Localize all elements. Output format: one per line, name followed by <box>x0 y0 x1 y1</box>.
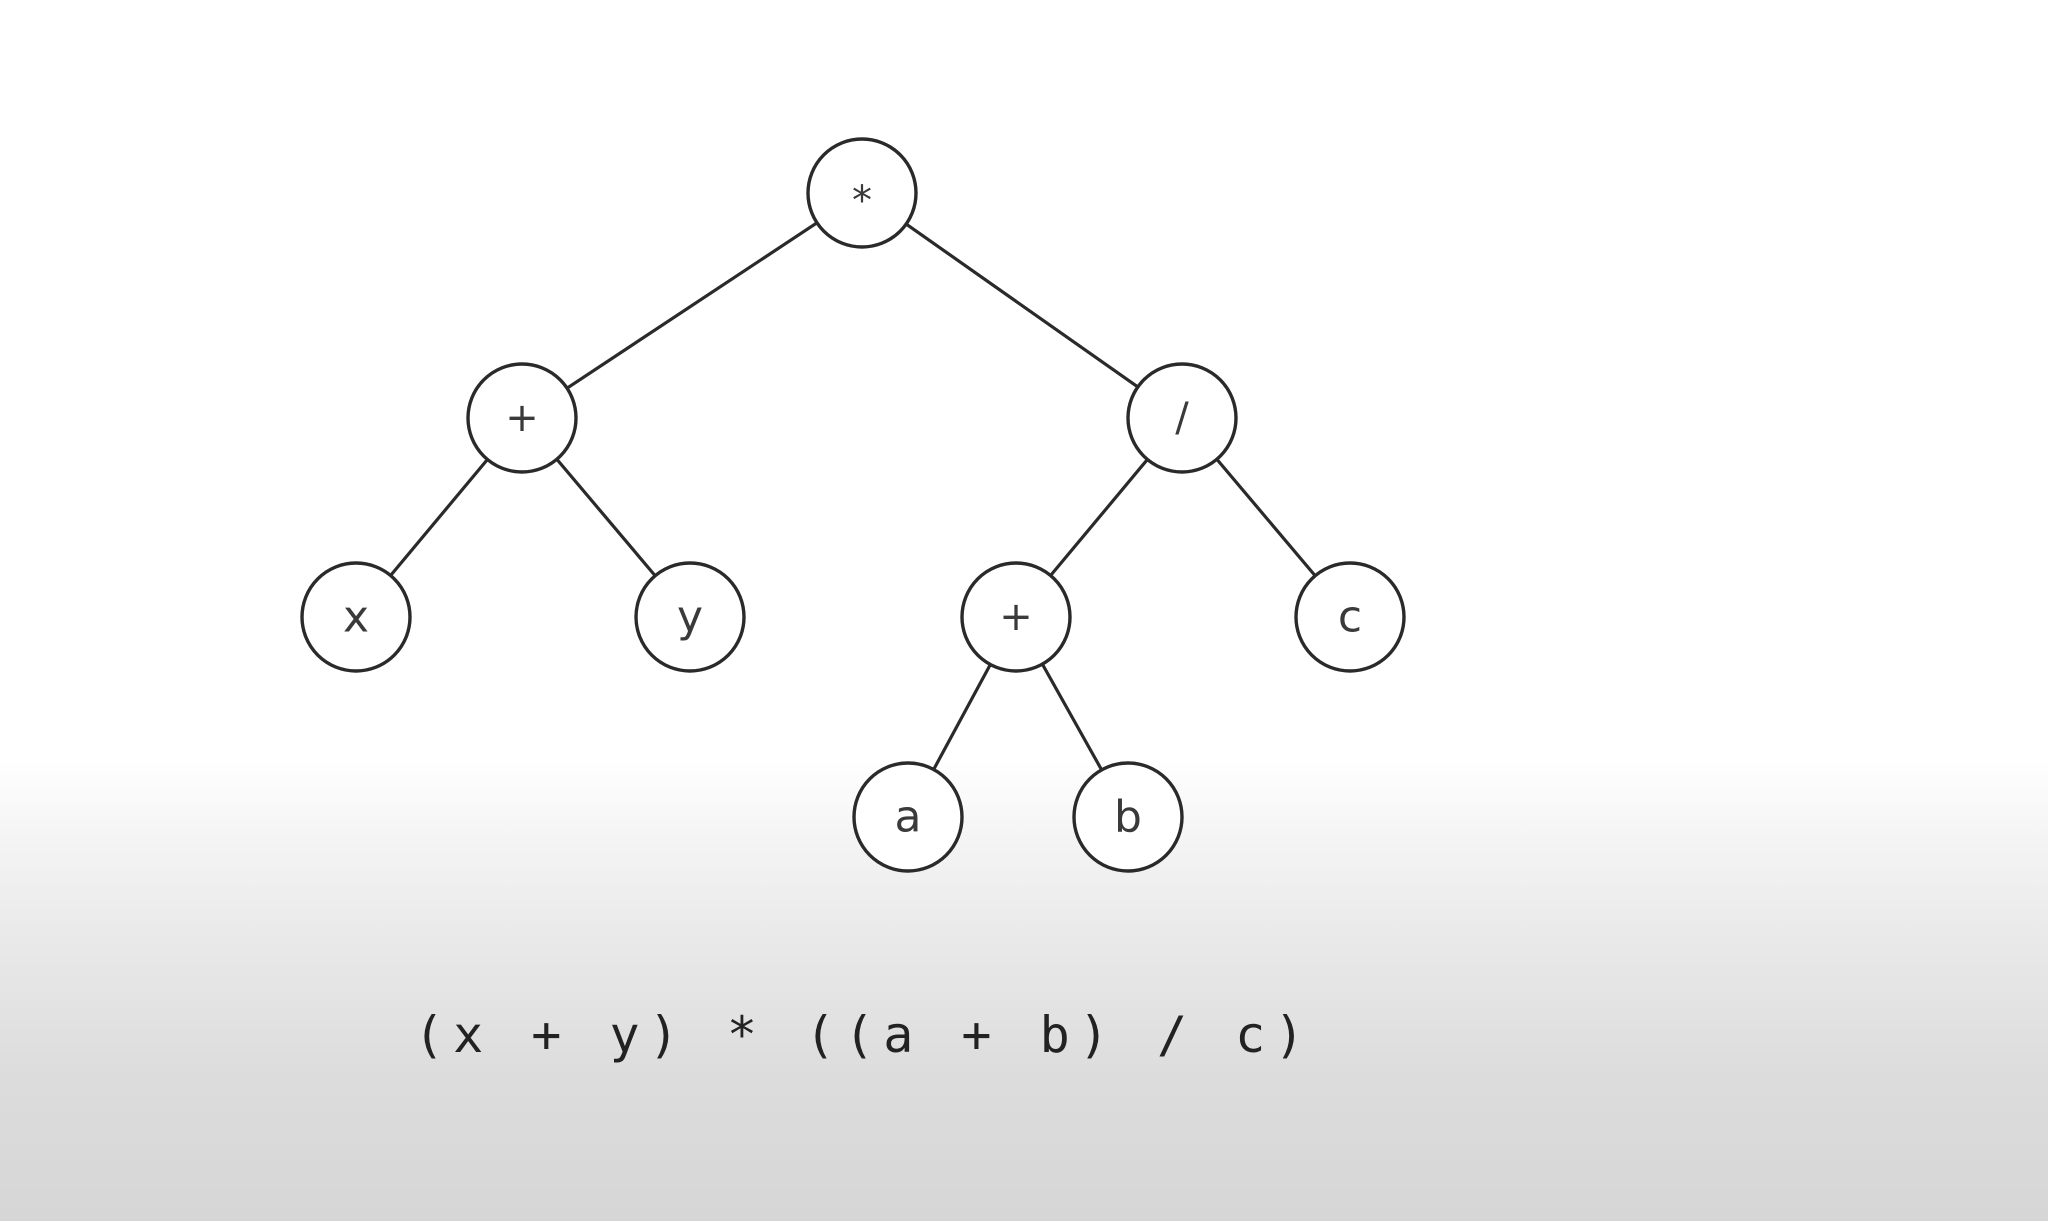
node-circle <box>466 362 578 474</box>
node-label: * <box>852 178 872 224</box>
edge-divide-to-c <box>1215 457 1317 578</box>
tree-node-plus-left: + <box>466 362 578 474</box>
tree-edges <box>388 221 1317 772</box>
node-circle <box>806 137 918 249</box>
node-circle <box>1072 761 1184 873</box>
node-label: y <box>677 592 703 643</box>
edge-divide-to-plus-right <box>1048 457 1150 578</box>
edge-plus-right-to-b <box>1040 662 1104 772</box>
tree-node-y: y <box>634 561 746 673</box>
node-label: x <box>343 592 369 643</box>
node-label: / <box>1175 395 1189 441</box>
node-circle <box>634 561 746 673</box>
tree-node-a: a <box>852 761 964 873</box>
node-label: + <box>999 594 1033 640</box>
node-label: a <box>895 792 922 843</box>
tree-node-x: x <box>300 561 412 673</box>
tree-node-b: b <box>1072 761 1184 873</box>
node-circle <box>1126 362 1238 474</box>
edge-plus-right-to-a <box>932 662 992 772</box>
edge-plus-left-to-y <box>555 457 657 578</box>
node-circle <box>1294 561 1406 673</box>
node-label: b <box>1114 792 1142 843</box>
node-label: c <box>1338 592 1362 643</box>
tree-node-divide: / <box>1126 362 1238 474</box>
node-circle <box>852 761 964 873</box>
tree-node-plus-right: + <box>960 561 1072 673</box>
tree-node-c: c <box>1294 561 1406 673</box>
node-circle <box>300 561 412 673</box>
infix-expression: (x + y) * ((a + b) / c) <box>414 1006 1314 1064</box>
edge-root-to-divide <box>904 222 1140 389</box>
node-label: + <box>505 395 539 441</box>
node-circle <box>960 561 1072 673</box>
edge-plus-left-to-x <box>388 457 490 578</box>
edge-root-to-plus-left <box>565 221 819 390</box>
tree-node-root: * <box>806 137 918 249</box>
tree-nodes: * + / x y + c a b <box>300 137 1406 873</box>
